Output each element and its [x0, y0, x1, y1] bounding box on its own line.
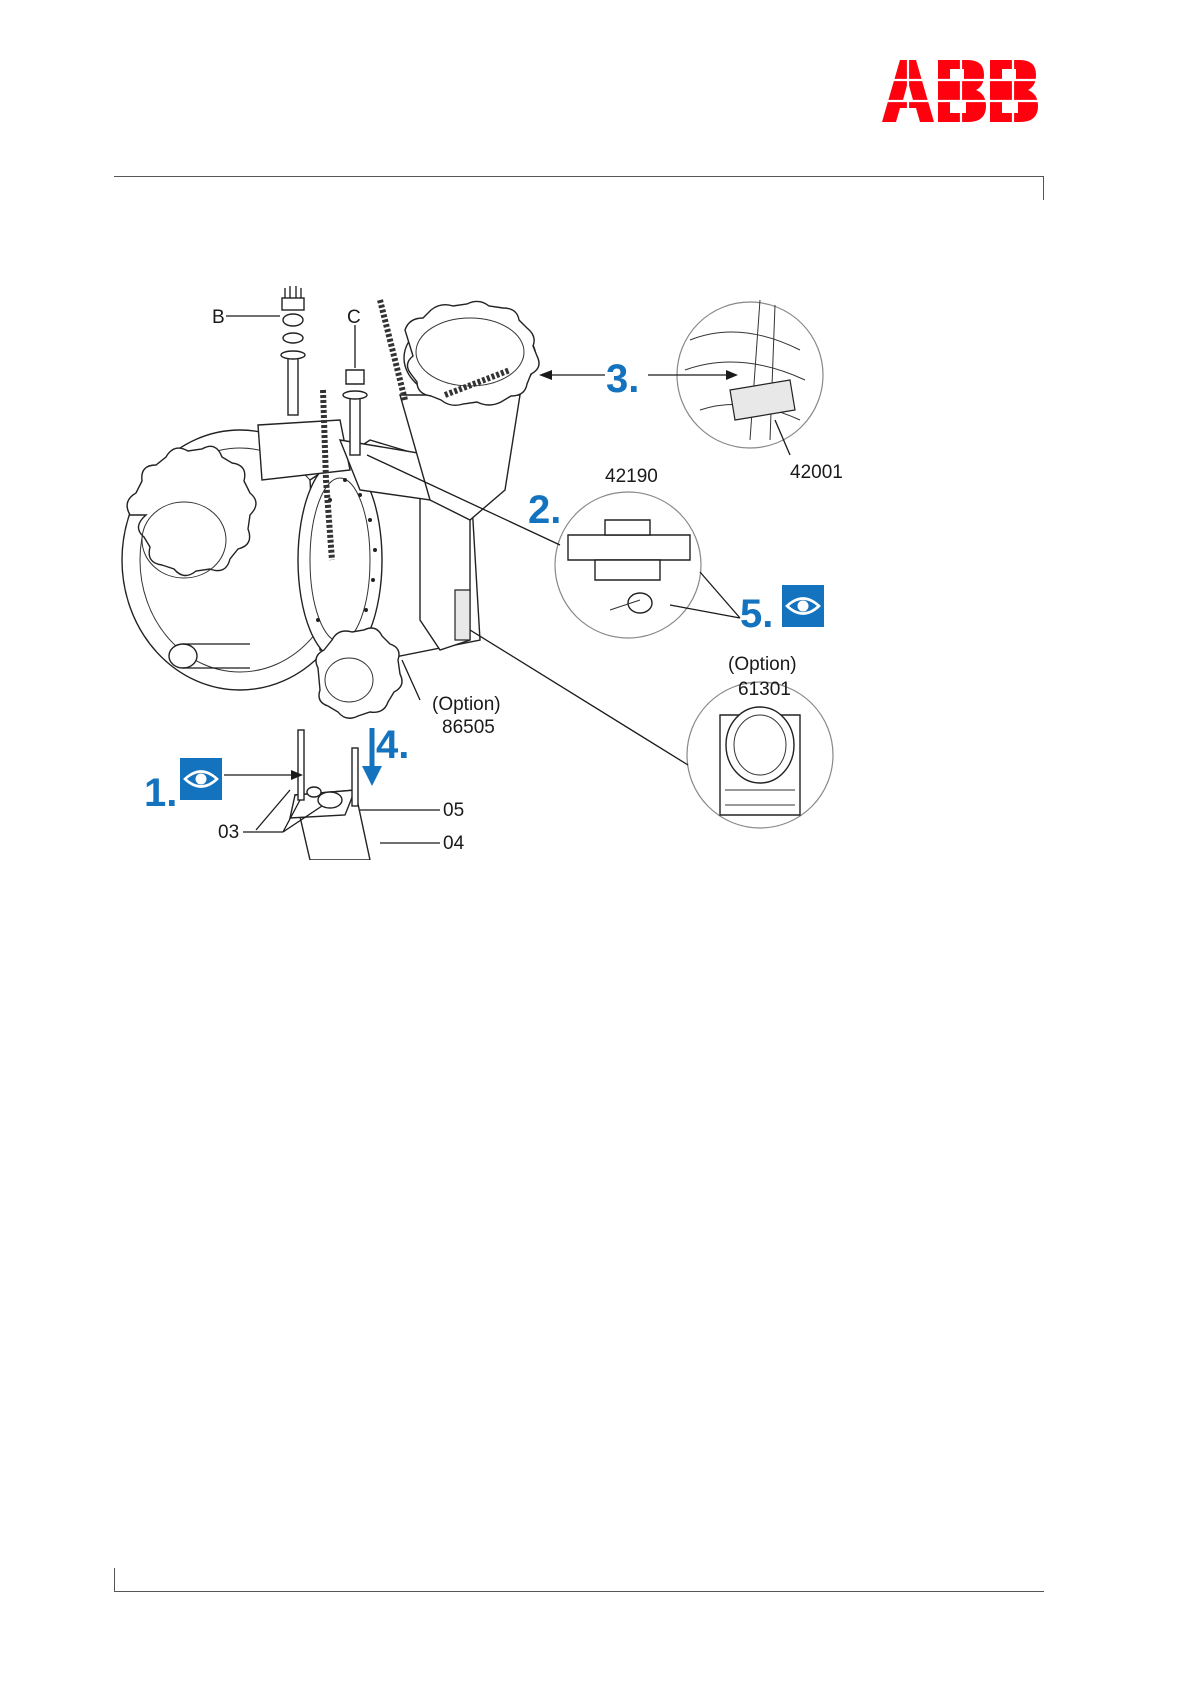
- callout-42190: 42190: [605, 466, 658, 487]
- detail-view-42001: [677, 300, 823, 448]
- callout-86505: 86505: [442, 717, 495, 738]
- detail-view-61301: [687, 682, 833, 828]
- footer-rule: [114, 1591, 1044, 1592]
- step-1-label: 1.: [144, 771, 177, 815]
- eye-icon: [180, 758, 222, 800]
- abb-logo: [882, 60, 1040, 122]
- eye-icon: [782, 585, 824, 627]
- footer-rule-tick: [114, 1568, 115, 1592]
- detail-view-42190: [555, 492, 701, 638]
- callout-option-2: (Option): [728, 654, 797, 675]
- turbocharger-assembly-figure: B C 42190 42001 (Option) 86505 (Option) …: [110, 280, 870, 860]
- callout-b: B: [212, 307, 225, 328]
- step-4-label: 4.: [376, 723, 409, 767]
- callout-61301: 61301: [738, 679, 791, 700]
- callout-03: 03: [218, 822, 239, 843]
- header-rule-tick: [1043, 176, 1044, 200]
- step-5-label: 5.: [740, 592, 773, 636]
- callout-42001: 42001: [790, 462, 843, 483]
- callout-option-1: (Option): [432, 694, 501, 715]
- callout-05: 05: [443, 800, 464, 821]
- header-rule: [114, 176, 1044, 177]
- callout-04: 04: [443, 833, 465, 854]
- step-2-label: 2.: [528, 488, 561, 532]
- callout-c: C: [347, 307, 361, 328]
- step-3-label: 3.: [606, 357, 639, 401]
